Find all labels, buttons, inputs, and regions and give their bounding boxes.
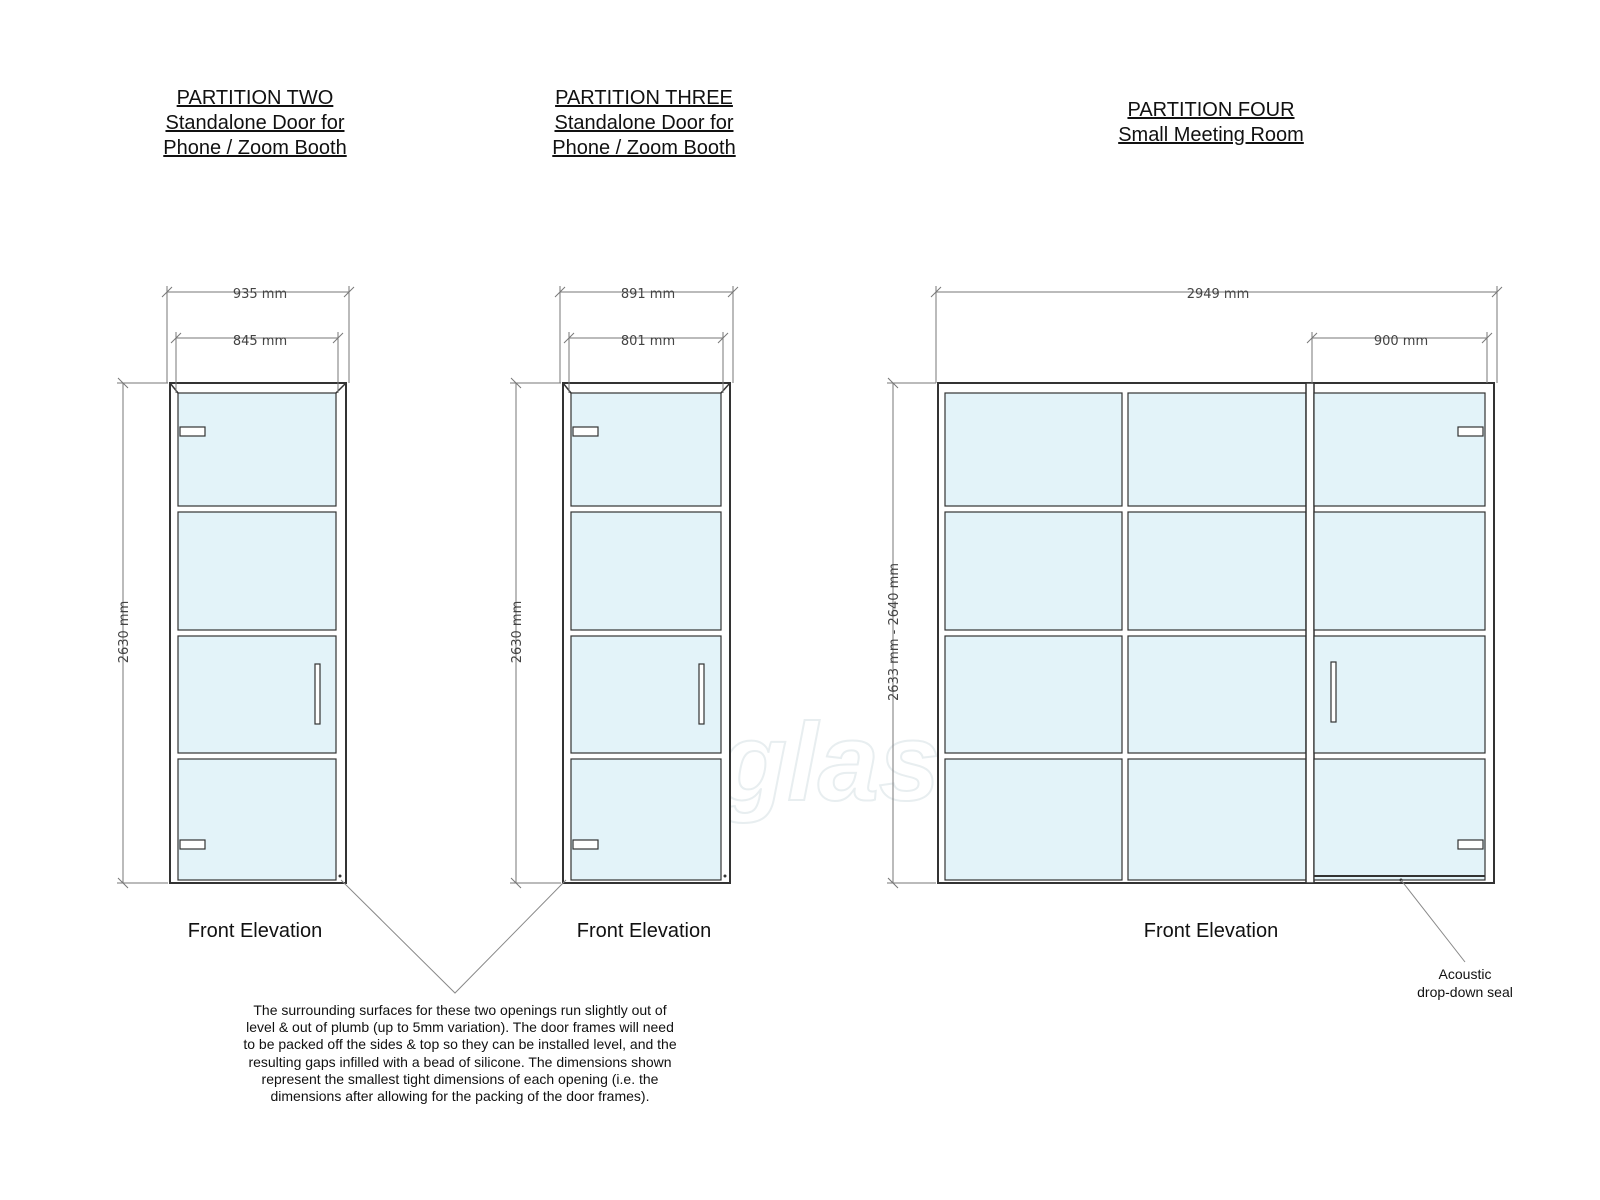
- hinge-icon: [1457, 426, 1484, 437]
- subtitle-text: Phone / Zoom Booth: [552, 137, 736, 159]
- p2-door-width: 845 mm: [233, 334, 287, 349]
- subtitle-text: Small Meeting Room: [1118, 124, 1304, 146]
- glass-pane: [1313, 511, 1486, 631]
- dimension-tick: [170, 332, 182, 344]
- partition-four-title: PARTITION FOUR Small Meeting Room: [1061, 98, 1361, 148]
- door-handle: [1330, 661, 1337, 723]
- dimension-tick: [117, 377, 129, 389]
- subtitle-text: Standalone Door for: [554, 112, 734, 134]
- partition-four-elevation: [887, 286, 1503, 889]
- dimension-tick: [1306, 332, 1318, 344]
- hinge-icon: [179, 426, 206, 437]
- partition-three-elevation: [510, 286, 739, 889]
- p3-door-width: 801 mm: [621, 334, 675, 349]
- seal-point: [338, 874, 342, 878]
- dimension-tick: [343, 286, 355, 298]
- partition-three-title: PARTITION THREE Standalone Door for Phon…: [494, 86, 794, 161]
- dimension-tick: [563, 332, 575, 344]
- hinge-icon: [572, 839, 599, 850]
- title-text: PARTITION TWO: [176, 87, 334, 109]
- p4-overall-width: 2949 mm: [1187, 287, 1250, 302]
- title-text: PARTITION FOUR: [1127, 99, 1295, 121]
- p4-view-label: Front Elevation: [1143, 920, 1279, 942]
- glass-pane: [944, 392, 1123, 507]
- glass-pane: [1127, 758, 1307, 881]
- glass-pane: [570, 758, 722, 881]
- p2-overall-width: 935 mm: [233, 287, 287, 302]
- dimension-tick: [510, 877, 522, 889]
- dimension-tick: [510, 377, 522, 389]
- glass-pane: [570, 392, 722, 507]
- surfaces-note: The surrounding surfaces for these two o…: [243, 1002, 677, 1105]
- glass-pane: [944, 635, 1123, 754]
- seal-label-line: drop-down seal: [1417, 983, 1513, 1000]
- title-text: PARTITION THREE: [555, 87, 733, 109]
- hinge-icon: [572, 426, 599, 437]
- partition-two-title: PARTITION TWO Standalone Door for Phone …: [105, 86, 405, 161]
- door-handle: [698, 663, 705, 725]
- seal-label-line: Acoustic: [1438, 966, 1492, 982]
- door-handle: [314, 663, 321, 725]
- mullion: [1305, 382, 1315, 884]
- dimension-tick: [727, 286, 739, 298]
- dimension-tick: [117, 877, 129, 889]
- dimension-tick: [332, 332, 344, 344]
- p3-view-label: Front Elevation: [576, 920, 712, 942]
- dimension-tick: [887, 877, 899, 889]
- hinge-icon: [179, 839, 206, 850]
- note-leader-line: [340, 879, 567, 994]
- frame-mitre: [169, 382, 179, 394]
- p2-height: 2630 mm: [117, 601, 132, 664]
- glass-pane: [944, 511, 1123, 631]
- leader-lines: [340, 879, 1466, 994]
- dimension-tick: [161, 286, 173, 298]
- subtitle-text: Standalone Door for: [165, 112, 345, 134]
- p3-height: 2630 mm: [510, 601, 525, 664]
- glass-pane: [1127, 392, 1307, 507]
- glass-pane: [1313, 758, 1486, 881]
- glass-pane: [1127, 635, 1307, 754]
- acoustic-seal-label: Acoustic drop-down seal: [1390, 966, 1540, 1001]
- glass-pane: [177, 635, 337, 754]
- dimension-tick: [554, 286, 566, 298]
- dimension-tick: [717, 332, 729, 344]
- dimension-tick: [887, 377, 899, 389]
- seal-leader-line: [1400, 879, 1466, 963]
- p3-overall-width: 891 mm: [621, 287, 675, 302]
- glass-pane: [177, 758, 337, 881]
- seal-point: [723, 874, 727, 878]
- glass-pane: [177, 392, 337, 507]
- p2-view-label: Front Elevation: [187, 920, 323, 942]
- dimension-lines: 935 mm 845 mm 2630 mm 891 mm 801 mm 2630…: [117, 287, 1428, 701]
- glass-pane: [1313, 392, 1486, 507]
- hinge-icon: [1457, 839, 1484, 850]
- glass-pane: [570, 511, 722, 631]
- p4-door-width: 900 mm: [1374, 334, 1428, 349]
- frame-mitre: [562, 382, 572, 394]
- dimension-tick: [930, 286, 942, 298]
- dimension-tick: [1481, 332, 1493, 344]
- p4-height: 2633 mm - 2640 mm: [887, 563, 902, 701]
- glass-pane: [177, 511, 337, 631]
- glass-pane: [1127, 511, 1307, 631]
- dimension-tick: [1491, 286, 1503, 298]
- subtitle-text: Phone / Zoom Booth: [163, 137, 347, 159]
- glass-pane: [944, 758, 1123, 881]
- glass-pane: [570, 635, 722, 754]
- partition-two-elevation: [117, 286, 355, 889]
- glass-pane: [1313, 635, 1486, 754]
